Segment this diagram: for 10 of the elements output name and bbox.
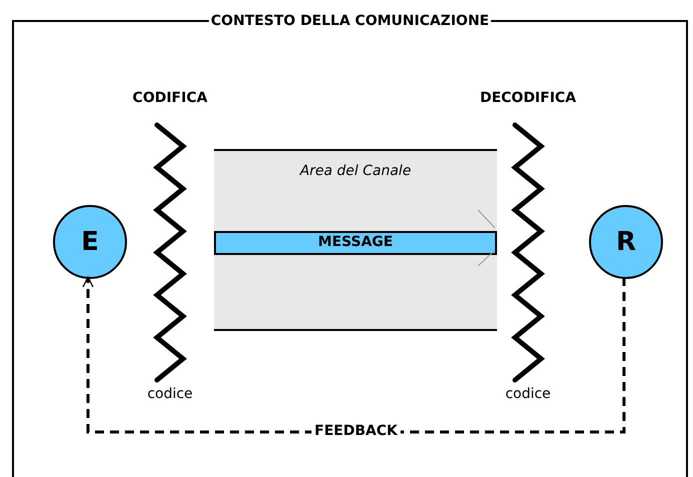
code-label: codice: [504, 386, 552, 402]
message-label: MESSAGE: [317, 234, 394, 250]
channel-area: [214, 149, 497, 331]
party-letter: R: [614, 227, 638, 257]
zigzag-heading: CODIFICA: [132, 90, 208, 106]
zigzag-heading: DECODIFICA: [478, 90, 578, 106]
party-letter: E: [80, 227, 100, 257]
code-label: codice: [146, 386, 194, 402]
channel-label: Area del Canale: [298, 163, 412, 179]
message-bar: [214, 231, 497, 255]
